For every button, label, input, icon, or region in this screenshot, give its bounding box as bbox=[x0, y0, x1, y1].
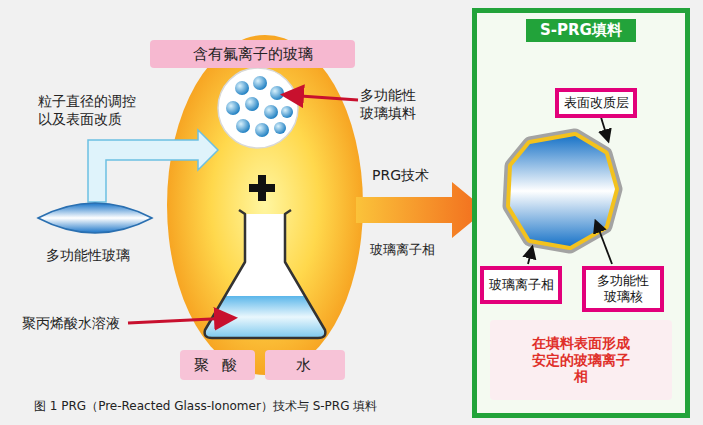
material-box: 含有氟离子的玻璃 bbox=[150, 40, 355, 68]
annotation-label: 粒子直径的调控 以及表面改质 bbox=[38, 92, 142, 128]
glass-lens bbox=[38, 203, 152, 233]
callout-box: 多功能性 玻璃核 bbox=[582, 266, 664, 312]
particle bbox=[236, 119, 250, 133]
figure-caption: 图 1 PRG（Pre-Reacted Glass-Ionomer）技术与 S-… bbox=[34, 398, 377, 415]
particle bbox=[255, 123, 269, 137]
process-arrow bbox=[88, 130, 218, 202]
particle bbox=[253, 76, 267, 90]
node-text: 在填料表面形成 安定的玻璃离子相 bbox=[526, 335, 637, 386]
annotation-label: 多功能性玻璃 bbox=[46, 246, 130, 264]
node-text: 含有氟离子的玻璃 bbox=[193, 45, 313, 64]
process-arrow bbox=[356, 182, 486, 238]
particle bbox=[270, 86, 284, 100]
note-box: 在填料表面形成 安定的玻璃离子相 bbox=[490, 320, 672, 400]
node-text: 聚 酸 bbox=[194, 356, 241, 375]
material-box: 水 bbox=[265, 350, 345, 380]
reaction-ellipse bbox=[167, 35, 363, 375]
annotation-label: 多功能性 玻璃填料 bbox=[360, 86, 420, 122]
particle bbox=[245, 97, 259, 111]
leader-line bbox=[596, 222, 612, 264]
filler-circle bbox=[218, 68, 298, 148]
node-text: 表面改质层 bbox=[564, 95, 629, 111]
particle bbox=[264, 105, 278, 119]
annotation-label: 玻璃离子相 bbox=[370, 242, 435, 258]
frame-ground bbox=[472, 8, 690, 418]
particle bbox=[226, 101, 240, 115]
annotation-label: 聚丙烯酸水溶液 bbox=[22, 314, 120, 332]
node-text: S-PRG填料 bbox=[526, 19, 636, 42]
node-text: 水 bbox=[296, 356, 315, 375]
pointer-arrow bbox=[128, 318, 232, 323]
node-text: 玻璃离子相 bbox=[489, 277, 554, 293]
node-text: 多功能性 玻璃核 bbox=[596, 273, 650, 304]
callout-box: 表面改质层 bbox=[555, 88, 637, 118]
glass-filler bbox=[218, 68, 298, 148]
callout-box: 玻璃离子相 bbox=[480, 266, 562, 304]
pointer-arrow bbox=[286, 95, 358, 100]
particle bbox=[281, 106, 293, 118]
material-box: 聚 酸 bbox=[180, 350, 255, 380]
annotation-label: PRG技术 bbox=[372, 166, 429, 184]
leader-line bbox=[528, 248, 532, 264]
result-frame: S-PRG填料表面改质层玻璃离子相 多功能性 玻璃核在填料表面形成 安定的玻璃离子… bbox=[472, 8, 690, 418]
particle bbox=[274, 122, 286, 134]
plus-sign bbox=[258, 175, 266, 201]
particle bbox=[235, 81, 249, 95]
